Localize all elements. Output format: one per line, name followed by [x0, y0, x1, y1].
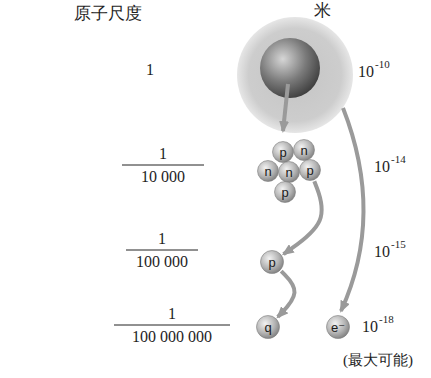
exponent: -14: [391, 153, 406, 165]
particle-ball: e⁻: [326, 315, 350, 339]
atom-core: [260, 38, 320, 98]
particle-ball: p: [299, 159, 321, 181]
scale-label: 米: [314, 2, 331, 21]
fraction-bar: [122, 165, 204, 166]
fraction-bar: [126, 250, 198, 251]
scale-label: 原子尺度: [74, 5, 142, 24]
particle-ball: p: [274, 181, 296, 203]
particle-ball: p: [272, 141, 294, 163]
ball-outline: [258, 161, 279, 182]
particle-ball: n: [257, 160, 279, 182]
particle-letter: p: [272, 141, 294, 163]
ball-outline: [275, 182, 296, 203]
scale-label: 1: [158, 230, 166, 248]
scale-label: 1: [159, 145, 167, 163]
particle-ball: q: [256, 315, 280, 339]
particle-letter: p: [274, 181, 296, 203]
particle-letter: n: [293, 139, 315, 161]
scale-label: 1: [146, 61, 154, 79]
particle-letter: p: [299, 159, 321, 181]
ball-outline: [279, 162, 300, 183]
scale-label: 10: [362, 318, 378, 336]
zoom-arrow: [341, 108, 364, 311]
ball-outline: [257, 316, 280, 339]
particle-ball: p: [260, 250, 284, 274]
particle-letter: n: [278, 161, 300, 183]
scale-label: 10: [374, 158, 390, 176]
exponent: -18: [379, 313, 394, 325]
scale-label: (最大可能): [343, 352, 413, 369]
scale-label: 1: [168, 305, 176, 323]
particle-letter: p: [260, 250, 284, 274]
scale-label: 10: [358, 63, 374, 81]
ball-outline: [261, 251, 284, 274]
ball-outline: [327, 316, 350, 339]
particle-ball: n: [293, 139, 315, 161]
particle-letter: q: [256, 315, 280, 339]
ball-outline: [273, 142, 294, 163]
scale-label: 10 000: [141, 168, 185, 186]
exponent: -10: [375, 58, 390, 70]
particle-letter: n: [257, 160, 279, 182]
ball-outline: [294, 140, 315, 161]
fraction-bar: [114, 325, 230, 326]
scale-label: 10: [374, 243, 390, 261]
scale-label: 100 000 000: [132, 328, 212, 346]
zoom-arrow: [278, 271, 295, 317]
zoom-arrow: [283, 84, 288, 131]
scale-label: 100 000: [136, 253, 188, 271]
ball-outline: [300, 160, 321, 181]
exponent: -15: [391, 238, 406, 250]
particle-letter: e⁻: [326, 315, 350, 339]
particle-ball: n: [278, 161, 300, 183]
electron-cloud: [237, 17, 353, 133]
